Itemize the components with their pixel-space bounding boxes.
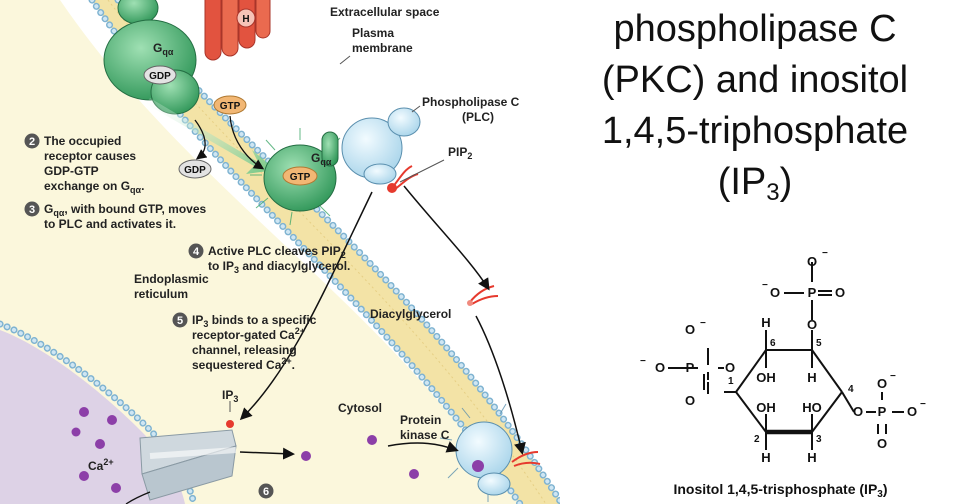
svg-text:O: O: [835, 285, 845, 300]
cytosol-label: Cytosol: [338, 401, 382, 415]
svg-text:6: 6: [263, 486, 269, 498]
svg-text:O: O: [907, 404, 917, 419]
svg-text:O: O: [685, 393, 695, 408]
diacylglycerol-lipid: [467, 285, 499, 306]
svg-text:O: O: [725, 360, 735, 375]
phospholipase-c: [341, 107, 421, 185]
svg-text:GDP: GDP: [149, 71, 171, 82]
calcium-label: Ca2+: [88, 457, 114, 473]
step-2-text: The occupied receptor causes GDP-GTP exc…: [44, 134, 144, 195]
svg-text:Gqα: Gqα: [153, 41, 174, 57]
svg-text:O: O: [655, 360, 665, 375]
plasma-membrane-label: Plasma membrane: [352, 26, 413, 55]
ip3-structure-labels: O − O − P O O O − O − P O O H OH H OH HO…: [640, 248, 926, 465]
svg-text:−: −: [920, 399, 926, 410]
step-badge-6: 6: [258, 483, 274, 499]
svg-text:O: O: [807, 317, 817, 332]
svg-text:H: H: [807, 450, 816, 465]
protein-kinase-c: [439, 403, 541, 502]
svg-text:O: O: [877, 376, 887, 391]
svg-text:Gqα: Gqα: [311, 151, 332, 167]
er-lumen: [0, 330, 185, 504]
svg-text:HO: HO: [802, 400, 822, 415]
svg-text:4: 4: [848, 384, 854, 395]
svg-text:5: 5: [177, 315, 183, 327]
extracellular-label: Extracellular space: [330, 5, 440, 19]
svg-text:P: P: [686, 360, 695, 375]
svg-text:GTP: GTP: [290, 172, 311, 183]
pip2-label: PIP2: [448, 145, 472, 161]
svg-text:O: O: [685, 322, 695, 337]
svg-text:2: 2: [754, 434, 760, 445]
step-badge-5: 5: [172, 312, 188, 328]
step-badge-3: 3: [24, 201, 40, 217]
ip3-receptor-channel: [139, 420, 237, 501]
structure-caption: Inositol 1,4,5-trisphosphate (IP3): [673, 481, 888, 500]
title-line-4: (IP3): [717, 161, 793, 206]
dag-label: Diacylglycerol: [370, 307, 451, 321]
svg-text:−: −: [640, 356, 646, 367]
svg-text:OH: OH: [756, 370, 776, 385]
svg-text:H: H: [807, 370, 816, 385]
svg-text:OH: OH: [756, 400, 776, 415]
ip3-structure: [668, 262, 904, 450]
page-title: phospholipase C (PKC) and inositol 1,4,5…: [560, 4, 950, 208]
svg-text:1: 1: [728, 376, 734, 387]
gdp-badge-released: [178, 159, 212, 179]
pkc-label: Protein kinase C: [400, 413, 450, 442]
svg-text:2: 2: [29, 136, 35, 148]
pip2-lipid: [387, 165, 419, 193]
receptor: H: [204, 0, 271, 61]
plasma-membrane: [92, 0, 560, 504]
svg-text:3: 3: [816, 434, 822, 445]
er-label: Endoplasmic reticulum: [134, 272, 212, 301]
plc-label: Phospholipase C (PLC): [422, 95, 523, 124]
step-5-text: IP3 binds to a specific receptor-gated C…: [192, 313, 320, 372]
svg-text:−: −: [822, 248, 828, 259]
svg-text:6: 6: [770, 338, 776, 349]
step-badge-2: 2: [24, 133, 40, 149]
step-3-text: Gqα, with bound GTP, moves to PLC and ac…: [44, 202, 210, 231]
cell-illustration: H Gqα GDP GTP GDP: [0, 0, 560, 504]
translocation-arrow: [146, 98, 276, 174]
svg-text:H: H: [242, 14, 249, 25]
svg-text:−: −: [890, 371, 896, 382]
svg-text:GTP: GTP: [220, 101, 241, 112]
g-protein-active: Gqα GTP: [250, 128, 341, 226]
ip3-label: IP3: [222, 388, 238, 404]
title-line-3: 1,4,5-triphosphate: [601, 110, 909, 152]
svg-text:GDP: GDP: [184, 165, 206, 176]
svg-text:−: −: [762, 280, 768, 291]
calcium-ions: [71, 407, 419, 493]
svg-text:5: 5: [816, 338, 822, 349]
svg-text:O: O: [877, 436, 887, 451]
svg-text:P: P: [808, 285, 817, 300]
svg-text:O: O: [770, 285, 780, 300]
svg-text:H: H: [761, 450, 770, 465]
svg-text:O: O: [853, 404, 863, 419]
svg-text:−: −: [700, 318, 706, 329]
cytosol-region: [0, 0, 520, 504]
hormone: [236, 8, 256, 28]
step-badge-4: 4: [188, 243, 204, 259]
svg-text:P: P: [878, 404, 887, 419]
svg-text:O: O: [807, 254, 817, 269]
title-line-1: phospholipase C: [613, 8, 897, 50]
svg-text:4: 4: [193, 246, 200, 258]
gdp-badge: [143, 65, 177, 85]
svg-text:3: 3: [29, 204, 35, 216]
svg-text:H: H: [761, 315, 770, 330]
title-line-2: (PKC) and inositol: [601, 59, 909, 101]
gtp-badge-free: [213, 95, 247, 115]
step-4-text: Active PLC cleaves PIP2 to IP3 and diacy…: [208, 244, 350, 275]
